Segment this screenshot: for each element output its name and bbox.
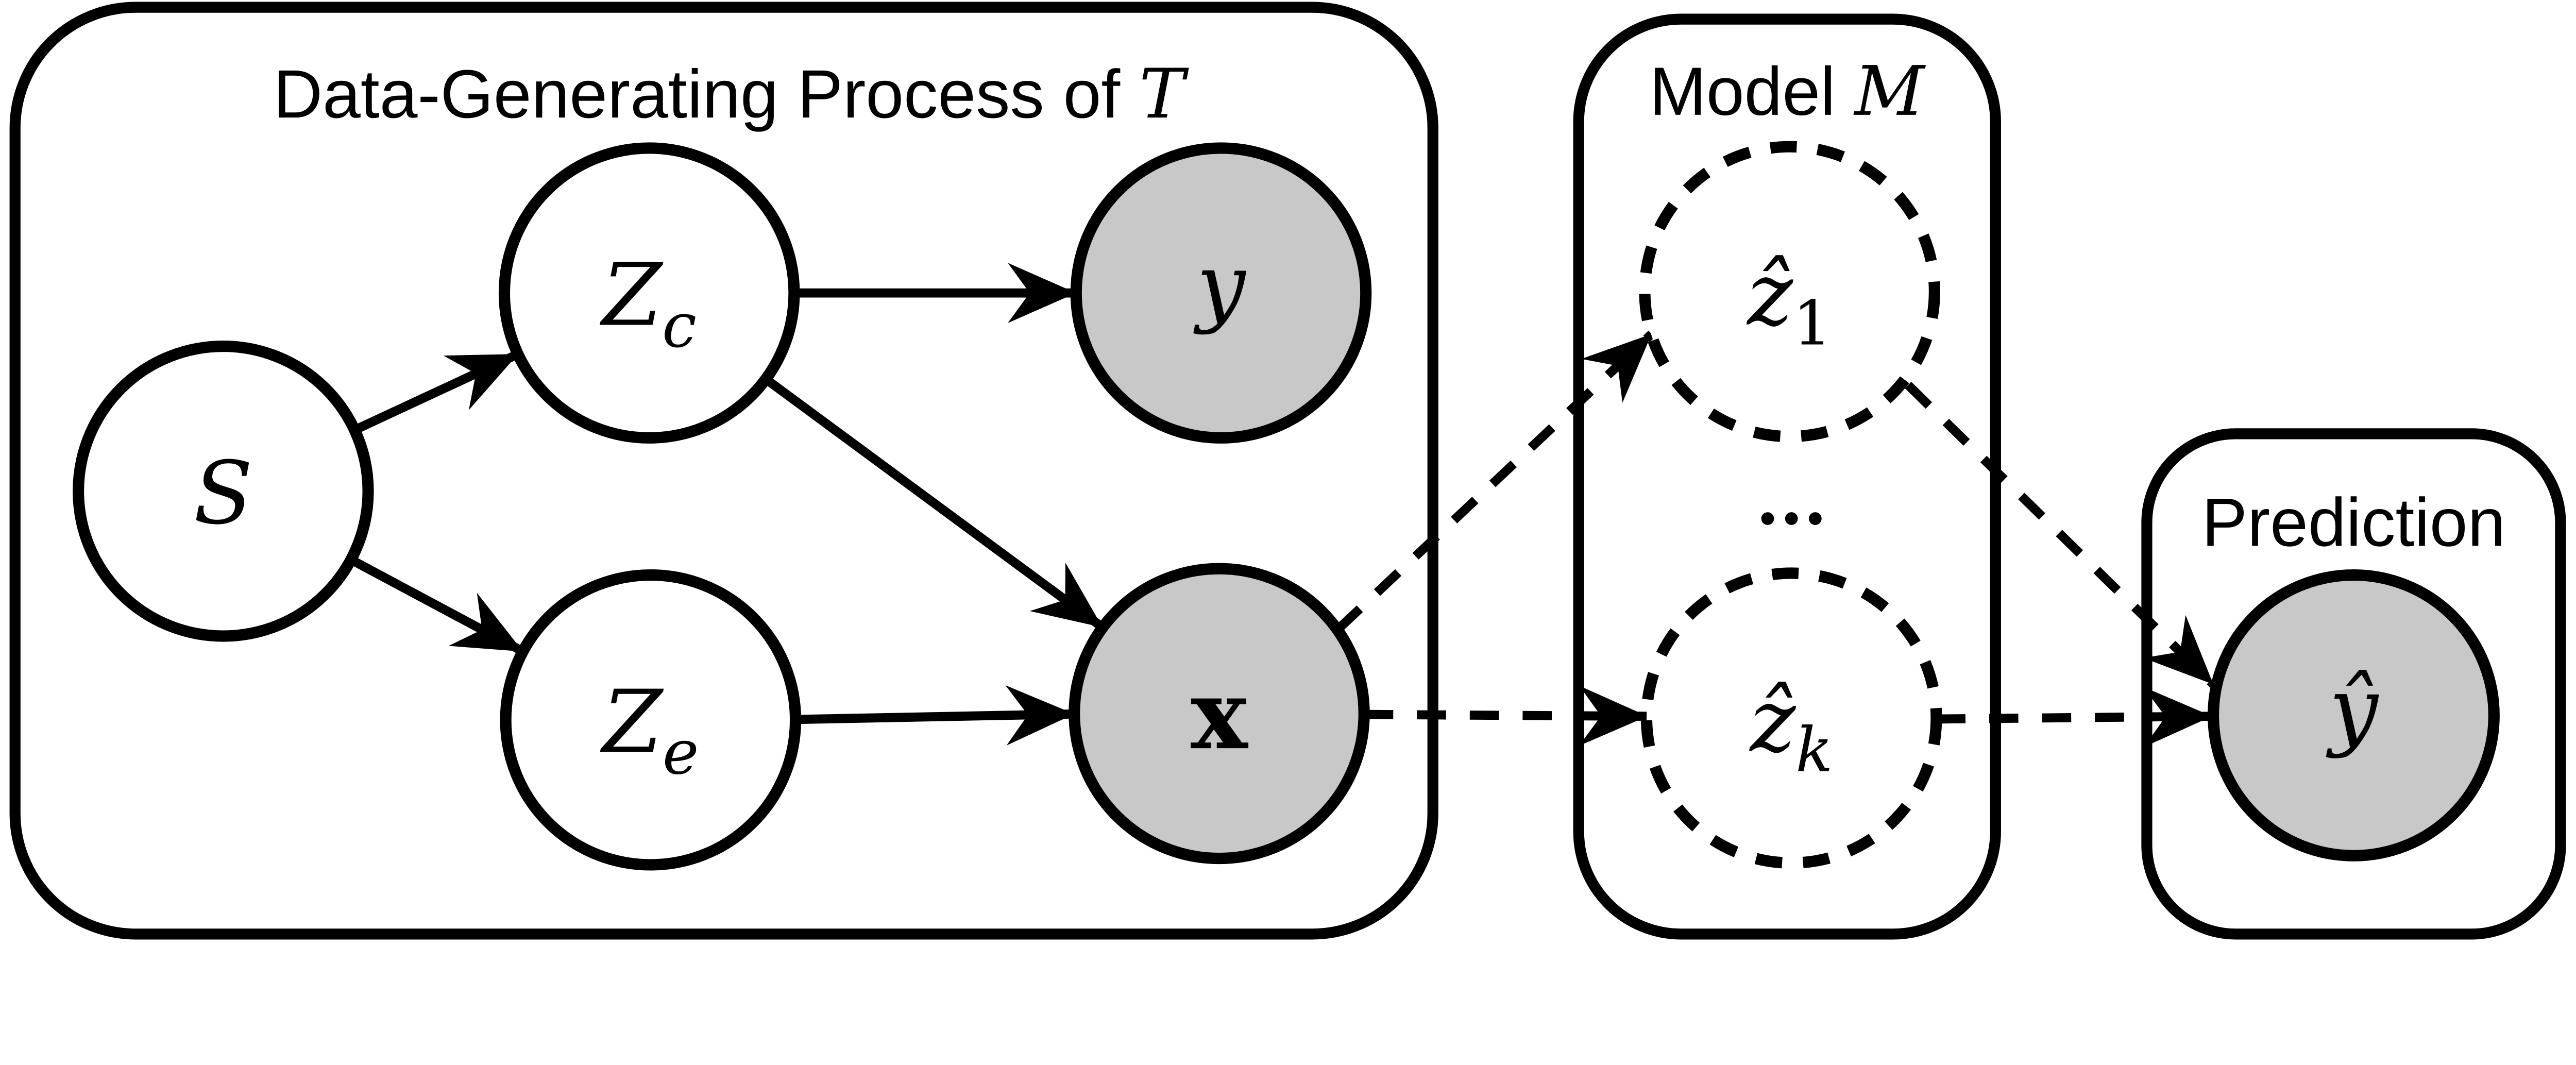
edge-zc-to-x <box>763 375 1106 631</box>
edge-s-to-zc <box>352 350 520 434</box>
node-z1-label-sub: 1 <box>1793 288 1832 360</box>
panel-title-model-math-M: M <box>1853 52 1926 131</box>
node-x <box>1069 563 1370 865</box>
node-y <box>1070 142 1372 444</box>
node-yhat-label: ŷ <box>2326 658 2379 759</box>
panel-title-dgp-math-T: T <box>1139 55 1189 134</box>
edge-s-to-ze <box>348 555 526 656</box>
node-zk-label-base: ẑ <box>1749 670 1797 771</box>
model-ellipsis: ... <box>1756 460 1827 540</box>
node-x-label: x <box>1191 658 1248 771</box>
panel-title-prediction: Prediction <box>2202 484 2506 561</box>
diagram-canvas: Data-Generating Process of T Model M Pre… <box>9 2 2566 940</box>
edge-x-to-z1 <box>1335 330 1655 632</box>
node-ze-label: Ze <box>600 671 699 788</box>
panel-title-model: Model M <box>1649 52 1926 131</box>
panel-title-dgp-prefix: Data-Generating Process of <box>273 56 1139 132</box>
panel-title-dgp: Data-Generating Process of T <box>273 55 1189 134</box>
node-s <box>73 341 374 642</box>
node-ze-label-sub: e <box>663 717 699 789</box>
node-y-label: y <box>1193 235 1247 336</box>
node-s-label: S <box>194 443 253 544</box>
node-zk <box>1640 567 1942 869</box>
causal-diagram-figure: Data-Generating Process of T Model M Pre… <box>9 2 2566 940</box>
node-zc-label-base: Z <box>599 245 664 346</box>
edge-zk-to-yhat <box>1936 687 2212 747</box>
edge-ze-to-x <box>795 685 1075 746</box>
panel-title-model-prefix: Model <box>1649 54 1854 130</box>
node-ze-label-base: Z <box>600 671 664 772</box>
edge-z1-to-yhat <box>1905 381 2217 688</box>
node-z1-label: ẑ1 <box>1746 244 1832 360</box>
node-zc-label: Zc <box>599 245 697 362</box>
node-z1-label-base: ẑ <box>1746 244 1793 345</box>
node-zc-label-sub: c <box>662 290 697 362</box>
node-zk-label-sub: k <box>1795 714 1833 786</box>
edge-x-to-zk <box>1364 685 1648 746</box>
node-zk-label: ẑk <box>1749 670 1833 786</box>
node-zc <box>498 142 800 444</box>
node-z1 <box>1639 141 1940 443</box>
node-yhat <box>2208 569 2500 861</box>
node-ze <box>500 569 802 871</box>
